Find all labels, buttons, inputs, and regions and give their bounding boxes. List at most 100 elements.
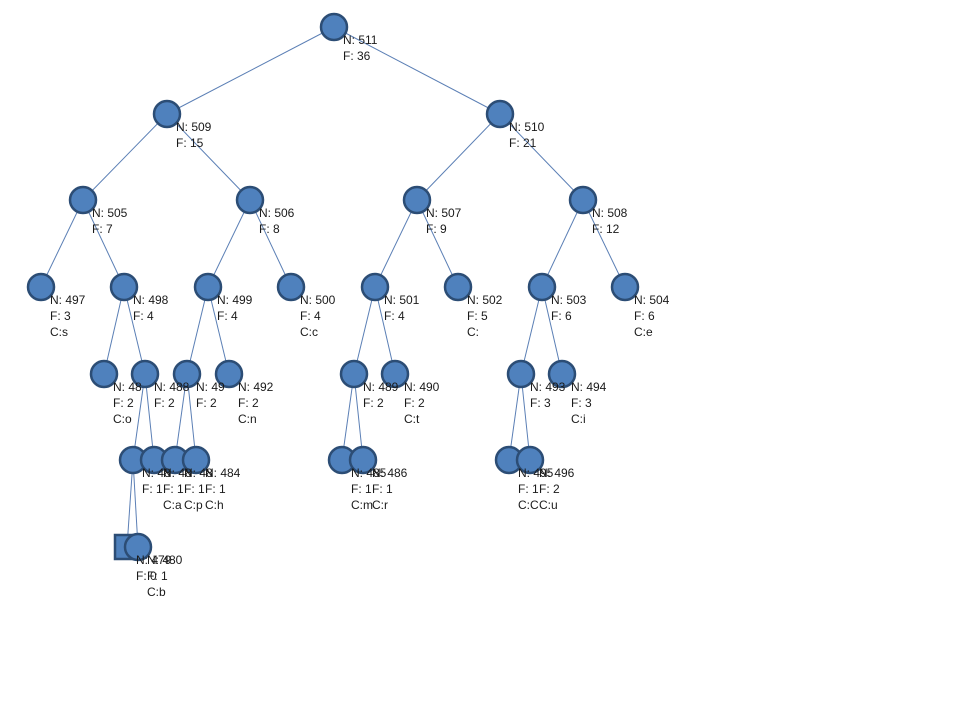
tree-nodes (26, 12, 640, 562)
edge-n508-n503 (541, 199, 584, 288)
node-label-n506-0: N: 506 (259, 206, 295, 220)
edge-n481-n479 (126, 459, 134, 548)
edge-n505-n498 (82, 199, 125, 288)
node-n507 (402, 185, 432, 215)
node-label-n498-0: N: 498 (133, 293, 169, 307)
edge-n491-n483 (174, 373, 188, 461)
edge-n511-n510 (333, 26, 501, 115)
node-label-n496-2: C:u (539, 498, 558, 512)
node-label-n505-1: F: 7 (92, 222, 113, 236)
edge-n509-n506 (166, 113, 251, 201)
edge-n511-n509 (166, 26, 335, 115)
edge-n488-n482 (144, 373, 155, 461)
edge-n508-n504 (582, 199, 626, 288)
node-label-n485-1: F: 1 (351, 482, 372, 496)
node-label-n511-0: N: 511 (343, 33, 378, 47)
node-label-n491-1: F: 2 (196, 396, 217, 410)
edge-n503-n493 (520, 286, 543, 375)
node-label-n510-0: N: 510 (509, 120, 545, 134)
node-label-n502-1: F: 5 (467, 309, 488, 323)
node-label-n487-2: C:o (113, 412, 132, 426)
node-label-n489-0: N: 489 (363, 380, 399, 394)
node-label-n484-0: N: 484 (205, 466, 241, 480)
node-label-n483-2: C:p (184, 498, 203, 512)
node-n497 (26, 272, 56, 302)
node-n489 (339, 359, 369, 389)
node-n484 (181, 445, 211, 475)
node-n501 (360, 272, 390, 302)
node-label-n502-0: N: 502 (467, 293, 503, 307)
node-label-n488-0: N: 488 (154, 380, 190, 394)
node-n492 (214, 359, 244, 389)
node-n494 (547, 359, 577, 389)
node-label-n484-1: F: 1 (205, 482, 226, 496)
node-n499 (193, 272, 223, 302)
node-label-n497-1: F: 3 (50, 309, 71, 323)
node-label-n486-0: N: 486 (372, 466, 408, 480)
edge-n505-n497 (40, 199, 84, 288)
node-label-n486-1: F: 1 (372, 482, 393, 496)
node-label-n495-0: N: 495 (518, 466, 554, 480)
node-label-n509-0: N: 509 (176, 120, 212, 134)
node-label-n496-0: N: 496 (539, 466, 575, 480)
edge-n493-n496 (520, 373, 531, 461)
node-label-n482-0: N: 48 (163, 466, 192, 480)
node-label-n487-1: F: 2 (113, 396, 134, 410)
edge-n489-n486 (353, 373, 364, 461)
node-label-n490-0: N: 490 (404, 380, 440, 394)
node-n509 (152, 99, 182, 129)
edge-n491-n484 (186, 373, 197, 461)
edge-n493-n495 (508, 373, 522, 461)
node-label-n504-0: N: 504 (634, 293, 670, 307)
node-n491 (172, 359, 202, 389)
node-label-n494-1: F: 3 (571, 396, 592, 410)
node-label-n502-2: C: (467, 325, 479, 339)
node-label-n494-0: N: 494 (571, 380, 607, 394)
node-label-n494-2: C:i (571, 412, 586, 426)
node-label-n505-0: N: 505 (92, 206, 128, 220)
node-label-n489-1: F: 2 (363, 396, 384, 410)
edge-n501-n490 (374, 286, 396, 375)
node-n490 (380, 359, 410, 389)
node-label-n507-0: N: 507 (426, 206, 462, 220)
node-label-n479-1: F: 0 (136, 569, 157, 583)
node-label-n480-1: F: 1 (147, 569, 168, 583)
node-label-n500-1: F: 4 (300, 309, 321, 323)
node-label-n483-1: F: 1 (184, 482, 205, 496)
node-label-n487-0: N: 48 (113, 380, 142, 394)
node-label-n493-1: F: 3 (530, 396, 551, 410)
edge-n489-n485 (341, 373, 355, 461)
node-n487 (89, 359, 119, 389)
node-n498 (109, 272, 139, 302)
node-label-n501-0: N: 501 (384, 293, 420, 307)
node-label-n508-0: N: 508 (592, 206, 628, 220)
node-label-n490-2: C:t (404, 412, 420, 426)
node-label-n499-1: F: 4 (217, 309, 238, 323)
node-label-n481-1: F: 1 (142, 482, 163, 496)
node-label-n499-0: N: 499 (217, 293, 253, 307)
node-label-n493-0: N: 493 (530, 380, 566, 394)
node-n511 (319, 12, 349, 42)
node-n493 (506, 359, 536, 389)
node-label-n497-2: C:s (50, 325, 68, 339)
node-label-n488-1: F: 2 (154, 396, 175, 410)
edge-n498-n487 (103, 286, 125, 375)
node-label-n491-0: N: 49 (196, 380, 225, 394)
edge-n499-n492 (207, 286, 230, 375)
node-label-n492-1: F: 2 (238, 396, 259, 410)
node-label-n497-0: N: 497 (50, 293, 86, 307)
node-label-n482-1: F: 1 (163, 482, 184, 496)
edge-n501-n489 (353, 286, 376, 375)
node-label-n483-0: N: 48 (184, 466, 213, 480)
node-label-n504-1: F: 6 (634, 309, 655, 323)
node-n502 (443, 272, 473, 302)
node-label-n496-1: F: 2 (539, 482, 560, 496)
node-label-n503-1: F: 6 (551, 309, 572, 323)
node-n505 (68, 185, 98, 215)
node-n503 (527, 272, 557, 302)
node-label-n504-2: C:e (634, 325, 653, 339)
edge-n506-n499 (207, 199, 251, 288)
node-label-n492-0: N: 492 (238, 380, 274, 394)
